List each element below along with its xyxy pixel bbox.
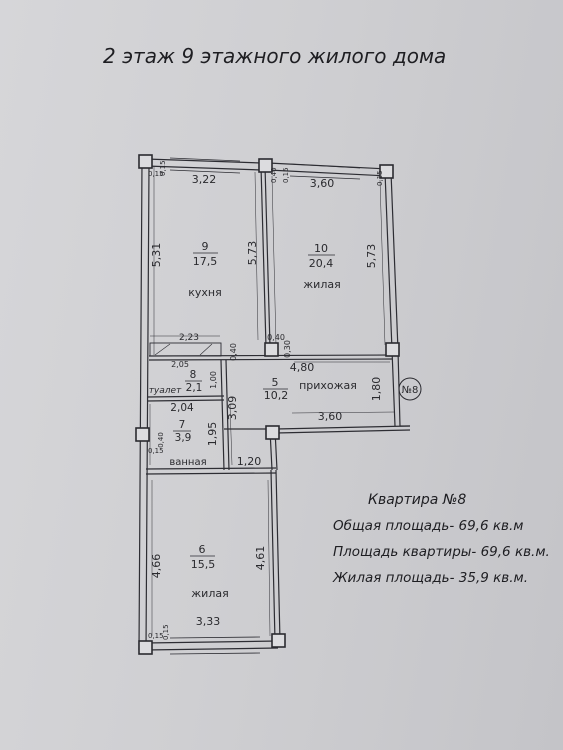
room-10-area: 20,4 bbox=[309, 257, 334, 270]
dim-0-15-b: 0,15 bbox=[159, 160, 167, 176]
dim-2-05: 2,05 bbox=[171, 360, 189, 369]
dim-0-15-a: 0,15 bbox=[148, 170, 164, 178]
column-mid-right bbox=[385, 342, 400, 357]
dim-4-66: 4,66 bbox=[150, 554, 163, 579]
dim-1-20: 1,20 bbox=[237, 455, 262, 468]
wall-middle bbox=[260, 165, 271, 348]
dim-0-40-a: 0,40 bbox=[229, 343, 238, 361]
dim-2-23: 2,23 bbox=[179, 333, 199, 343]
room-10-name: жилая bbox=[303, 278, 340, 291]
room-8-area: 2,1 bbox=[186, 382, 203, 394]
dim-1-80: 1,80 bbox=[370, 377, 383, 402]
wall-room6-right bbox=[270, 469, 281, 642]
dim-4-61: 4,61 bbox=[254, 546, 267, 571]
room-5-area: 10,2 bbox=[264, 389, 289, 402]
window-bottom bbox=[169, 636, 261, 655]
wall-bottom bbox=[145, 640, 279, 651]
room-7-area: 3,9 bbox=[175, 432, 192, 444]
closet-hatch bbox=[154, 343, 213, 356]
apartment-marker-label: №8 bbox=[402, 385, 419, 396]
column-top-middle bbox=[258, 158, 273, 173]
dim-0-15-right: 0,15 bbox=[376, 170, 384, 186]
dim-1-00: 1,00 bbox=[209, 371, 218, 389]
column-bottom-right bbox=[271, 633, 286, 648]
dim-3-33: 3,33 bbox=[196, 615, 221, 628]
window-top-right bbox=[289, 163, 361, 180]
room-5-number: 5 bbox=[272, 376, 279, 389]
window-top-left bbox=[169, 157, 241, 174]
column-top-left bbox=[138, 154, 153, 169]
dim-5-31: 5,31 bbox=[150, 243, 163, 268]
room-7-name: ванная bbox=[169, 457, 206, 468]
column-mid-middle bbox=[264, 342, 279, 357]
apartment-title: Квартира №8 bbox=[368, 492, 467, 508]
dim-3-60-top: 3,60 bbox=[310, 177, 335, 190]
dim-1-95: 1,95 bbox=[206, 422, 219, 447]
room-5-name: прихожая bbox=[299, 379, 357, 392]
wall-right bbox=[384, 171, 399, 351]
room-8-name: туалет bbox=[149, 386, 182, 396]
room-6-area: 15,5 bbox=[191, 558, 216, 571]
room-6-name: жилая bbox=[191, 587, 228, 600]
dim-3-22: 3,22 bbox=[192, 173, 217, 186]
dim-3-09: 3,09 bbox=[226, 396, 239, 421]
dimension-guides bbox=[149, 166, 396, 637]
room-6-number: 6 bbox=[199, 543, 206, 556]
column-hall-corner bbox=[265, 425, 280, 440]
living-area: Жилая площадь- 35,9 кв.м. bbox=[333, 570, 529, 586]
dim-0-15-bottom: 0,15 bbox=[148, 632, 164, 640]
dim-0-15-mid: 0,15 bbox=[148, 447, 164, 455]
dim-2-04: 2,04 bbox=[170, 402, 194, 414]
dim-0-30: 0,30 bbox=[283, 340, 292, 358]
dim-0-15-top: 0,15 bbox=[282, 167, 290, 183]
wall-top-left bbox=[145, 158, 263, 171]
column-left-mid bbox=[135, 427, 150, 442]
dim-5-73-a: 5,73 bbox=[246, 241, 259, 266]
room-9-name: кухня bbox=[188, 286, 221, 299]
dim-0-40-c: 0,40 bbox=[157, 432, 165, 448]
apartment-area: Площадь квартиры- 69,6 кв.м. bbox=[333, 544, 550, 560]
dim-4-80: 4,80 bbox=[290, 361, 315, 374]
page-title: 2 этаж 9 этажного жилого дома bbox=[103, 44, 447, 68]
dim-0-40-b: 0,40 bbox=[267, 333, 285, 342]
wall-bath-right bbox=[220, 359, 230, 471]
column-top-right bbox=[379, 164, 394, 179]
dim-5-73-b: 5,73 bbox=[365, 244, 378, 269]
apartment-marker bbox=[398, 377, 422, 401]
room-9-number: 9 bbox=[202, 240, 209, 253]
dim-0-40-top: 0,40 bbox=[270, 167, 278, 183]
wall-left bbox=[138, 161, 150, 651]
closet-box bbox=[149, 342, 222, 357]
room-8-number: 8 bbox=[190, 369, 197, 381]
column-bottom-left bbox=[138, 640, 153, 655]
dim-0-15-bottom-b: 0,15 bbox=[162, 624, 170, 640]
dim-3-60-mid: 3,60 bbox=[318, 410, 343, 423]
room-9-area: 17,5 bbox=[193, 255, 218, 268]
wall-hall-bottom bbox=[275, 425, 411, 434]
wall-wc-bath bbox=[146, 395, 225, 402]
room-10-number: 10 bbox=[314, 242, 328, 255]
room-7-number: 7 bbox=[179, 419, 186, 431]
apartment-info: Квартира №8 Общая площадь- 69,6 кв.м Пло… bbox=[333, 487, 561, 591]
wall-bath-bottom bbox=[145, 467, 277, 475]
total-area: Общая площадь- 69,6 кв.м bbox=[333, 518, 524, 534]
